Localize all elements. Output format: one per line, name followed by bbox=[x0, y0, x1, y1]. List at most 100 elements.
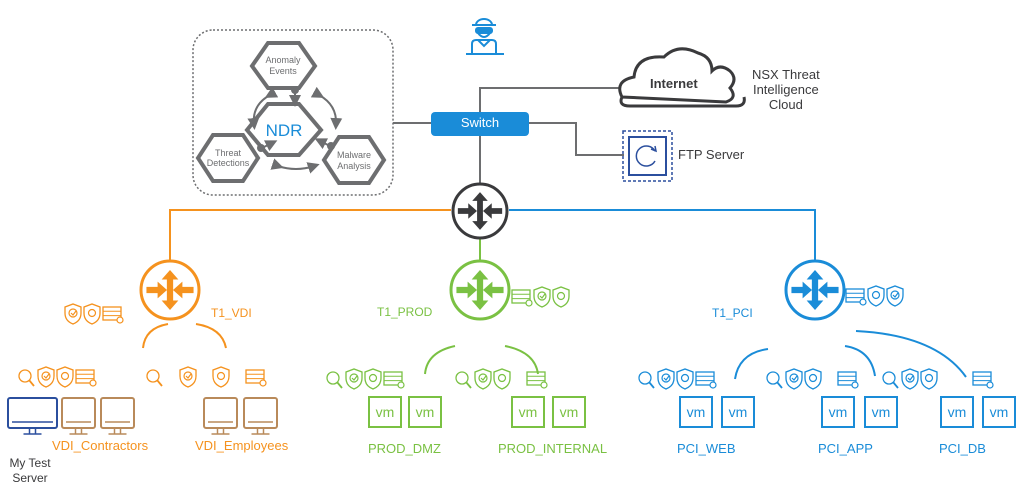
threat-detections-line1: Threat bbox=[215, 148, 242, 158]
desktop-icon bbox=[7, 397, 58, 435]
malware-analysis-line2: Analysis bbox=[337, 161, 371, 171]
ndr-label: NDR bbox=[266, 121, 303, 140]
threat-cloud-line3: Cloud bbox=[768, 97, 803, 112]
vm-icon: vm bbox=[552, 396, 586, 428]
segment-link bbox=[844, 345, 876, 377]
segment-prod-internal[interactable]: PROD_INTERNAL bbox=[498, 441, 608, 456]
protect-shield-icon bbox=[474, 368, 492, 390]
protect-shield-icon bbox=[785, 368, 803, 390]
ips-shield-icon bbox=[676, 368, 694, 390]
t0-router-icon[interactable] bbox=[451, 182, 509, 240]
t0-router-symbol[interactable] bbox=[451, 182, 509, 240]
segment-pci-web[interactable]: PCI_WEB bbox=[677, 441, 736, 456]
ftp-server-icon[interactable] bbox=[622, 130, 673, 182]
firewall-icon bbox=[102, 306, 124, 324]
switch-label: Switch bbox=[460, 115, 500, 130]
threat-cloud-line2: Intelligence bbox=[752, 82, 819, 97]
segment-link bbox=[195, 323, 227, 349]
malware-scan-icon bbox=[638, 371, 655, 389]
protect-shield-icon bbox=[657, 368, 675, 390]
ips-shield-icon bbox=[552, 286, 570, 308]
malware-scan-icon bbox=[146, 369, 163, 387]
pci-uplink bbox=[509, 209, 816, 262]
threat-cloud-line1: NSX Threat bbox=[752, 67, 820, 82]
vm-text: vm bbox=[948, 404, 967, 420]
ips-shield-icon bbox=[493, 368, 511, 390]
internet-label: Internet bbox=[650, 76, 698, 91]
anomaly-events-line2: Events bbox=[269, 66, 297, 76]
protect-shield-icon bbox=[886, 285, 904, 307]
ips-shield-icon bbox=[56, 366, 74, 388]
internet-cloud-icon bbox=[618, 47, 746, 108]
vm-icon: vm bbox=[721, 396, 755, 428]
firewall-icon bbox=[845, 288, 867, 306]
protect-shield-icon bbox=[64, 303, 82, 325]
firewall-icon bbox=[695, 371, 717, 389]
vm-icon: vm bbox=[511, 396, 545, 428]
vm-icon: vm bbox=[982, 396, 1016, 428]
ips-shield-icon bbox=[212, 366, 230, 388]
vm-icon: vm bbox=[679, 396, 713, 428]
ndr-group-box bbox=[192, 29, 394, 196]
segment-vdi-contractors[interactable]: VDI_Contractors bbox=[52, 438, 149, 453]
ips-shield-icon bbox=[83, 303, 101, 325]
firewall-icon bbox=[526, 371, 548, 389]
t1-vdi-label: T1_VDI bbox=[211, 306, 252, 320]
segment-link bbox=[424, 345, 456, 375]
firewall-icon bbox=[383, 371, 405, 389]
segment-pci-db[interactable]: PCI_DB bbox=[939, 441, 986, 456]
malware-scan-icon bbox=[766, 371, 783, 389]
vm-icon: vm bbox=[940, 396, 974, 428]
vm-icon: vm bbox=[408, 396, 442, 428]
threat-detections-line2: Detections bbox=[207, 158, 250, 168]
ftp-server-label: FTP Server bbox=[678, 147, 745, 162]
vm-text: vm bbox=[872, 404, 891, 420]
vm-text: vm bbox=[376, 404, 395, 420]
segment-link bbox=[504, 345, 539, 375]
t1-pci-router-icon[interactable] bbox=[784, 259, 846, 321]
t1-prod-router-icon[interactable] bbox=[449, 259, 511, 321]
protect-shield-icon bbox=[345, 368, 363, 390]
t1-vdi-router-icon[interactable] bbox=[139, 259, 201, 321]
protect-shield-icon bbox=[37, 366, 55, 388]
malware-analysis-line1: Malware bbox=[337, 150, 371, 160]
firewall-icon bbox=[75, 369, 97, 387]
hacker-icon bbox=[466, 18, 504, 55]
firewall-icon bbox=[837, 371, 859, 389]
malware-scan-icon bbox=[455, 371, 472, 389]
desktop-icon bbox=[243, 397, 278, 435]
uplink-lines bbox=[393, 87, 628, 185]
segment-link bbox=[734, 348, 769, 380]
segment-pci-app[interactable]: PCI_APP bbox=[818, 441, 873, 456]
switch-node[interactable] bbox=[431, 112, 529, 136]
segment-prod-dmz[interactable]: PROD_DMZ bbox=[368, 441, 441, 456]
vdi-uplink bbox=[169, 209, 451, 262]
ips-shield-icon bbox=[364, 368, 382, 390]
segment-link bbox=[855, 330, 967, 378]
ndr-flow-arrows bbox=[247, 86, 343, 174]
desktop-icon bbox=[100, 397, 135, 435]
vm-icon: vm bbox=[864, 396, 898, 428]
malware-scan-icon bbox=[18, 369, 35, 387]
vm-text: vm bbox=[829, 404, 848, 420]
protect-shield-icon bbox=[179, 366, 197, 388]
firewall-icon bbox=[511, 289, 533, 307]
segment-link bbox=[142, 323, 169, 349]
desktop-icon bbox=[61, 397, 96, 435]
anomaly-events-line1: Anomaly bbox=[265, 55, 301, 65]
anomaly-events-hexagon: Anomaly Events bbox=[249, 41, 318, 90]
protect-shield-icon bbox=[901, 368, 919, 390]
segment-vdi-employees[interactable]: VDI_Employees bbox=[195, 438, 289, 453]
threat-detections-hexagon: Threat Detections bbox=[195, 133, 261, 183]
vm-text: vm bbox=[729, 404, 748, 420]
ips-shield-icon bbox=[804, 368, 822, 390]
vm-text: vm bbox=[990, 404, 1009, 420]
t1-prod-label: T1_PROD bbox=[377, 305, 433, 319]
firewall-icon bbox=[245, 369, 267, 387]
malware-scan-icon bbox=[326, 371, 343, 389]
malware-scan-icon bbox=[882, 371, 899, 389]
vm-text: vm bbox=[416, 404, 435, 420]
ips-shield-icon bbox=[867, 285, 885, 307]
